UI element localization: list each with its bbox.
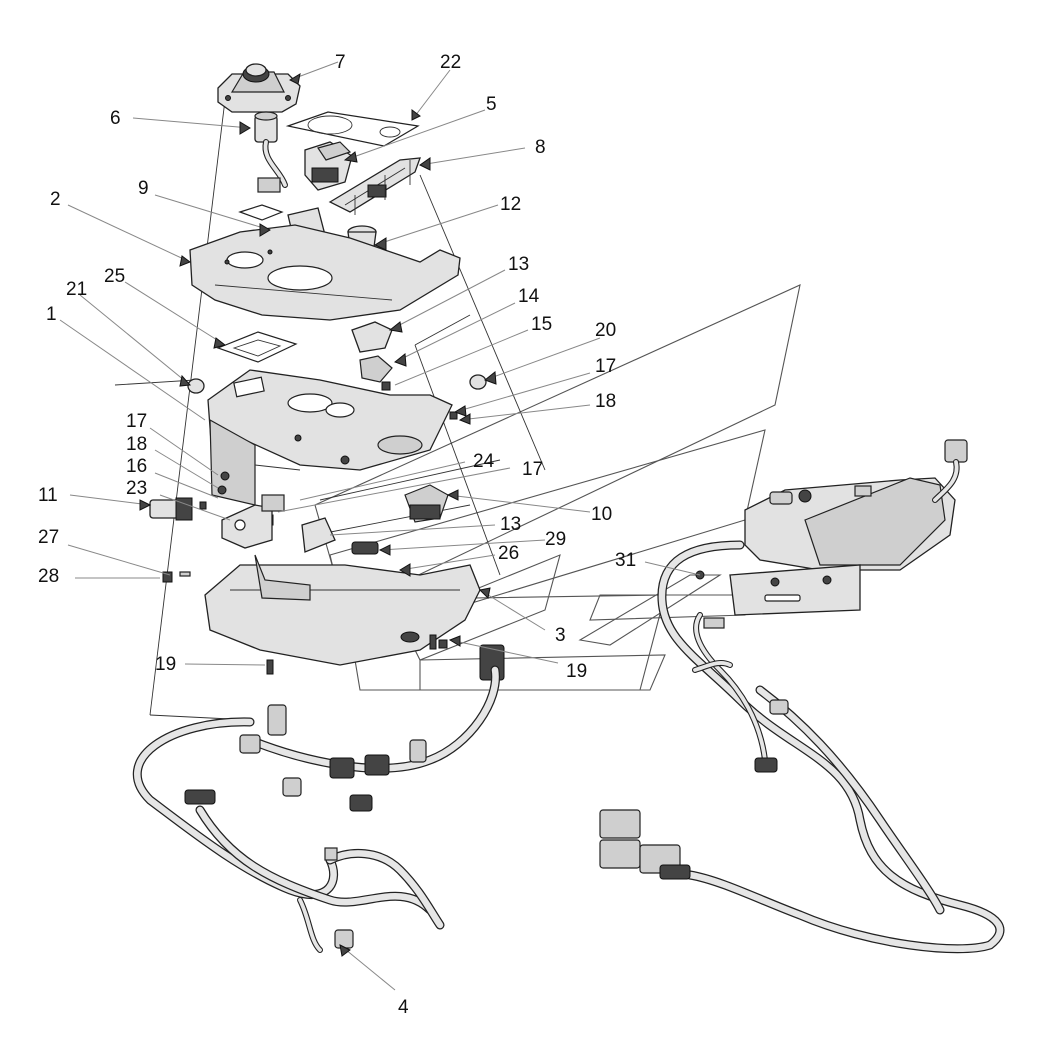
part-3-lower-tray	[204, 554, 481, 666]
callout-6: 6	[110, 108, 121, 129]
part-23-bracket	[221, 494, 285, 549]
callout-17-center: 17	[522, 459, 543, 480]
part-8-bracket	[328, 157, 421, 215]
leader-arrowheads	[139, 72, 497, 957]
callout-19-left: 19	[155, 654, 176, 675]
part-13-block	[351, 321, 393, 383]
callout-27: 27	[38, 527, 59, 548]
part-1-frame	[207, 369, 453, 506]
callout-13-center: 13	[500, 514, 521, 535]
part-7-joystick-base	[217, 63, 301, 113]
callout-8: 8	[535, 137, 546, 158]
callout-13: 13	[508, 254, 529, 275]
part-29-switch	[301, 517, 379, 555]
right-console-assembly	[479, 439, 968, 681]
callout-18-right: 18	[595, 391, 616, 412]
callout-17-right: 17	[595, 356, 616, 377]
callout-24: 24	[473, 451, 495, 472]
callout-10: 10	[591, 504, 612, 525]
part-5-switch	[304, 141, 353, 191]
callout-18-left: 18	[126, 434, 147, 455]
assembly-guide-lines	[114, 99, 546, 721]
callout-31: 31	[615, 550, 636, 571]
right-wire-harness	[599, 540, 1005, 954]
callout-15: 15	[531, 314, 552, 335]
callout-11: 11	[38, 485, 58, 506]
callout-7: 7	[335, 52, 346, 73]
part-6-connector	[254, 111, 288, 193]
part-2-top-cover	[189, 224, 461, 321]
callout-25: 25	[104, 266, 125, 287]
callout-14: 14	[518, 286, 540, 307]
callout-16: 16	[126, 456, 147, 477]
callout-1: 1	[46, 304, 57, 325]
callout-12: 12	[500, 194, 521, 215]
part-22-gasket	[285, 111, 420, 147]
small-fasteners	[187, 374, 487, 526]
callout-26: 26	[498, 543, 519, 564]
callout-23: 23	[126, 478, 147, 499]
callout-17-left: 17	[126, 411, 147, 432]
callout-20: 20	[595, 320, 616, 341]
parts-27-28-19	[162, 571, 448, 675]
callout-5: 5	[486, 94, 497, 115]
callout-19-right: 19	[566, 661, 587, 682]
callout-22: 22	[440, 52, 461, 73]
leader-lines	[59, 61, 701, 991]
callout-labels: 7 22 6 5 8 9 2 12 13 25 21 14 1 15 20 17…	[38, 52, 636, 1018]
part-25-gasket	[216, 331, 298, 363]
callout-2: 2	[50, 189, 61, 210]
callout-9: 9	[138, 178, 149, 199]
callout-29: 29	[545, 529, 566, 550]
callout-3: 3	[555, 625, 566, 646]
part-11-sensor	[149, 497, 193, 521]
part-4-left-wire-harness	[132, 665, 501, 953]
callout-28: 28	[38, 566, 59, 587]
callout-21: 21	[66, 279, 87, 300]
part-10-actuator	[377, 435, 449, 523]
callout-4: 4	[398, 997, 409, 1018]
